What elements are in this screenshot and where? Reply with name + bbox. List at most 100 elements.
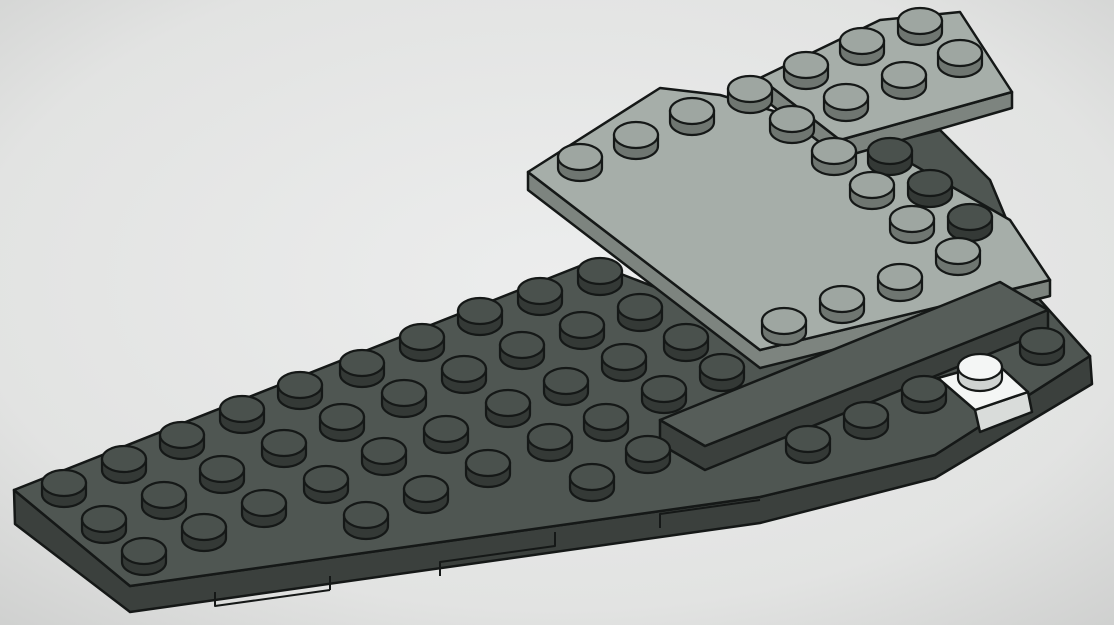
- dark-stud: [220, 396, 264, 433]
- dark-stud: [320, 404, 364, 441]
- light-stud-cap: [762, 308, 806, 334]
- dark-stud-cap: [304, 466, 348, 492]
- dark-stud-cap: [908, 170, 952, 196]
- dark-stud-cap: [1020, 328, 1064, 354]
- dark-stud: [122, 538, 166, 575]
- dark-stud-cap: [320, 404, 364, 430]
- dark-stud-cap: [242, 490, 286, 516]
- dark-stud-cap: [400, 324, 444, 350]
- dark-stud: [304, 466, 348, 503]
- dark-stud-cap: [786, 426, 830, 452]
- dark-stud-cap: [642, 376, 686, 402]
- light-stud-cap: [840, 28, 884, 54]
- light-stud-cap: [824, 84, 868, 110]
- dark-stud: [948, 204, 992, 241]
- dark-stud: [382, 380, 426, 417]
- light-stud-cap: [614, 122, 658, 148]
- light-stud-cap: [890, 206, 934, 232]
- dark-stud: [902, 376, 946, 413]
- dark-stud: [42, 470, 86, 507]
- dark-stud-cap: [584, 404, 628, 430]
- dark-stud-cap: [42, 470, 86, 496]
- light-stud: [762, 308, 806, 345]
- dark-stud-cap: [142, 482, 186, 508]
- dark-stud-cap: [500, 332, 544, 358]
- dark-stud-cap: [278, 372, 322, 398]
- light-stud-cap: [820, 286, 864, 312]
- dark-stud: [278, 372, 322, 409]
- light-stud-cap: [936, 238, 980, 264]
- light-stud: [728, 76, 772, 113]
- dark-stud-cap: [466, 450, 510, 476]
- light-stud-cap: [670, 98, 714, 124]
- light-stud-cap: [770, 106, 814, 132]
- dark-stud-cap: [618, 294, 662, 320]
- dark-stud: [466, 450, 510, 487]
- dark-stud-cap: [868, 138, 912, 164]
- dark-stud: [570, 464, 614, 501]
- dark-stud: [200, 456, 244, 493]
- dark-stud: [700, 354, 744, 391]
- dark-stud-cap: [362, 438, 406, 464]
- dark-stud: [560, 312, 604, 349]
- light-stud: [938, 40, 982, 77]
- dark-stud-cap: [570, 464, 614, 490]
- light-stud: [840, 28, 884, 65]
- light-stud-cap: [558, 144, 602, 170]
- dark-stud-cap: [424, 416, 468, 442]
- dark-stud-cap: [340, 350, 384, 376]
- dark-stud-cap: [82, 506, 126, 532]
- light-stud: [882, 62, 926, 99]
- dark-stud: [578, 258, 622, 295]
- dark-stud-cap: [948, 204, 992, 230]
- light-stud: [820, 286, 864, 323]
- dark-stud-cap: [700, 354, 744, 380]
- dark-stud-cap: [844, 402, 888, 428]
- dark-stud: [500, 332, 544, 369]
- dark-stud-cap: [626, 436, 670, 462]
- light-stud: [898, 8, 942, 45]
- dark-stud-cap: [200, 456, 244, 482]
- white-stud-cap: [958, 354, 1002, 380]
- light-stud-cap: [878, 264, 922, 290]
- light-stud-cap: [882, 62, 926, 88]
- dark-stud: [486, 390, 530, 427]
- light-stud: [824, 84, 868, 121]
- dark-stud: [626, 436, 670, 473]
- dark-stud-cap: [262, 430, 306, 456]
- light-stud: [850, 172, 894, 209]
- dark-stud: [868, 138, 912, 175]
- dark-stud-cap: [578, 258, 622, 284]
- dark-stud: [844, 402, 888, 439]
- light-stud-cap: [784, 52, 828, 78]
- light-stud: [878, 264, 922, 301]
- dark-stud-cap: [160, 422, 204, 448]
- white-studs-layer: [958, 354, 1002, 391]
- light-stud: [670, 98, 714, 135]
- dark-stud: [518, 278, 562, 315]
- dark-stud-cap: [458, 298, 502, 324]
- dark-stud-cap: [902, 376, 946, 402]
- dark-stud: [404, 476, 448, 513]
- dark-stud: [602, 344, 646, 381]
- dark-stud: [242, 490, 286, 527]
- dark-stud: [1020, 328, 1064, 365]
- light-stud-cap: [938, 40, 982, 66]
- light-stud-cap: [850, 172, 894, 198]
- dark-stud-cap: [664, 324, 708, 350]
- dark-stud-cap: [382, 380, 426, 406]
- light-stud: [558, 144, 602, 181]
- dark-stud: [82, 506, 126, 543]
- light-stud: [614, 122, 658, 159]
- dark-stud-cap: [528, 424, 572, 450]
- light-stud: [812, 138, 856, 175]
- light-stud-cap: [728, 76, 772, 102]
- dark-stud: [528, 424, 572, 461]
- dark-stud: [340, 350, 384, 387]
- dark-stud-cap: [442, 356, 486, 382]
- light-stud: [770, 106, 814, 143]
- dark-stud-cap: [344, 502, 388, 528]
- dark-stud: [400, 324, 444, 361]
